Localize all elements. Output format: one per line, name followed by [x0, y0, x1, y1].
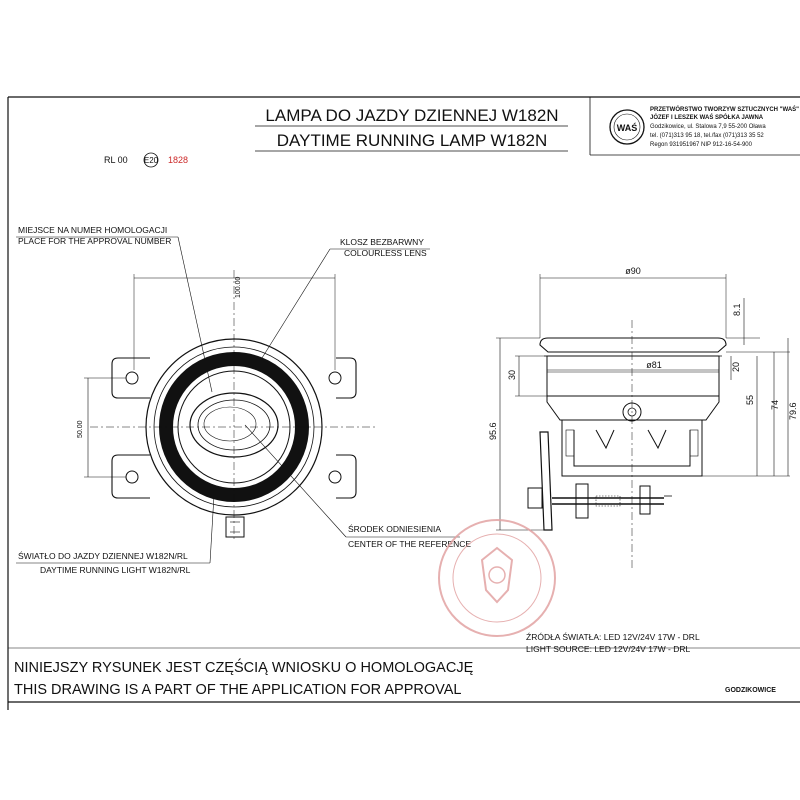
company-logo: WAŚ: [617, 122, 638, 133]
title-pl: LAMPA DO JAZDY DZIENNEJ W182N: [265, 106, 558, 125]
company-stamp: [438, 519, 556, 637]
company-line-4: tel. (071)313 95 18, tel./fax (071)313 3…: [650, 133, 764, 139]
footer-en: THIS DRAWING IS A PART OF THE APPLICATIO…: [14, 682, 461, 698]
dim-front-height: 100.00: [235, 276, 242, 298]
label-center-pl: ŚRODEK ODNIESIENIA: [348, 523, 441, 534]
label-approval-place-pl: MIEJSCE NA NUMER HOMOLOGACJI: [18, 225, 167, 235]
side-dimensions: ø90 ø81 8.1 30 20 55 74 79.6 95.6: [488, 266, 798, 531]
footer-place: GODZIKOWICE: [725, 687, 776, 694]
dim-95-6: 95.6: [488, 422, 498, 440]
front-dimensions: 100.00 50.00: [77, 274, 336, 478]
approval-prefix: RL 00: [104, 155, 128, 165]
dim-diameter-outer: ø90: [625, 266, 641, 276]
approval-mark: RL 00 E20 1828: [104, 152, 188, 168]
dim-20: 20: [731, 362, 741, 372]
company-line-1: PRZETWÓRSTWO TWORZYW SZTUCZNYCH "WAŚ": [650, 105, 799, 113]
dim-front-side: 50.00: [77, 420, 84, 438]
side-view: [527, 320, 727, 568]
title-en: DAYTIME RUNNING LAMP W182N: [277, 131, 547, 150]
approval-number: 1828: [168, 155, 188, 165]
label-center-en: CENTER OF THE REFERENCE: [348, 539, 471, 549]
dim-diameter-inner: ø81: [646, 360, 662, 370]
dim-55: 55: [745, 395, 755, 405]
front-view: [90, 270, 378, 540]
company-line-2: JÓZEF I LESZEK WAŚ SPÓŁKA JAWNA: [650, 113, 764, 121]
dim-79-6: 79.6: [788, 402, 798, 420]
dim-74: 74: [770, 400, 780, 410]
label-light-en: DAYTIME RUNNING LIGHT W182N/RL: [40, 565, 191, 575]
label-lens-en: COLOURLESS LENS: [344, 248, 427, 258]
light-source-pl: ŹRÓDŁA ŚWIATŁA: LED 12V/24V 17W - DRL: [526, 631, 700, 642]
company-line-3: Godzikowice, ul. Stalowa 7,9 55-200 Oław…: [650, 124, 766, 130]
label-light-pl: ŚWIATŁO DO JAZDY DZIENNEJ W182N/RL: [18, 550, 188, 561]
footer-pl: NINIEJSZY RYSUNEK JEST CZĘŚCIĄ WNIOSKU O…: [14, 658, 474, 676]
company-line-5: Regon 931951967 NIP 912-16-54-900: [650, 142, 753, 148]
label-approval-place-en: PLACE FOR THE APPROVAL NUMBER: [18, 236, 171, 246]
dim-30: 30: [507, 370, 517, 380]
sheet-frame: [7, 96, 800, 710]
light-source-en: LIGHT SOURCE: LED 12V/24V 17W - DRL: [526, 644, 691, 654]
label-lens-pl: KLOSZ BEZBARWNY: [340, 237, 424, 247]
company-block: WAŚ PRZETWÓRSTWO TWORZYW SZTUCZNYCH "WAŚ…: [609, 105, 799, 148]
dim-8-1: 8.1: [732, 303, 742, 316]
approval-e-mark: E20: [144, 156, 159, 165]
